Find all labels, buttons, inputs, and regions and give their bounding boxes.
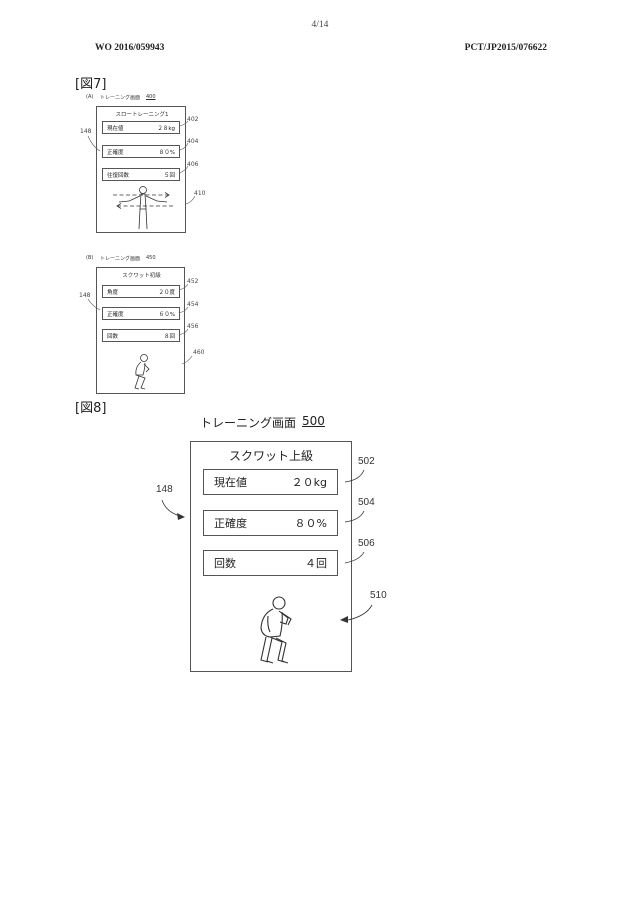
- fig8-squat-figure: [260, 596, 292, 664]
- fig7b-squat-figure: [134, 354, 150, 390]
- fig8-title: スクワット上級: [228, 449, 313, 463]
- row-value: ６０%: [158, 311, 175, 318]
- row-label: 往復回数: [107, 172, 130, 179]
- fig7b-figure-ref: 460: [193, 349, 205, 356]
- fig7a-ref-402: 402: [187, 116, 199, 123]
- row-label: 回数: [214, 557, 236, 570]
- publication-number: WO 2016/059943: [95, 43, 165, 53]
- fig7b-caption-prefix: (B): [86, 255, 94, 261]
- fig8-ref-502: 502: [358, 456, 375, 467]
- fig8-ref-504: 504: [358, 497, 375, 508]
- row-value: ８回: [163, 333, 175, 340]
- row-value: ８０%: [158, 149, 175, 156]
- fig7b-title: スクワット初級: [122, 273, 161, 279]
- row-label: 現在値: [107, 125, 124, 132]
- fig8-ref-506: 506: [358, 538, 375, 549]
- row-value: ２８kg: [157, 125, 175, 132]
- figure-7-label: [図7]: [75, 77, 107, 92]
- fig7a-side-ref: 148: [80, 128, 92, 135]
- row-label: 正確度: [214, 517, 247, 530]
- fig7b-screen: スクワット初級 角度 ２０度 正確度 ６０% 回数 ８回: [96, 267, 185, 394]
- fig8-screen: スクワット上級 現在値 ２０kg 正確度 ８０% 回数 ４回: [190, 441, 352, 672]
- fig7a-row-reps: 往復回数 ５回: [102, 168, 180, 181]
- fig7b-caption: トレーニング画面: [100, 256, 141, 262]
- row-value: ２０度: [158, 289, 175, 296]
- fig7a-row-current: 現在値 ２８kg: [102, 121, 180, 134]
- row-label: 正確度: [107, 311, 124, 318]
- row-label: 角度: [107, 289, 119, 296]
- fig7a-ref-406: 406: [187, 161, 199, 168]
- fig7a-figure-ref: 410: [194, 190, 206, 197]
- row-value: ８０%: [294, 517, 327, 530]
- fig7a-standing-figure: [113, 186, 173, 230]
- fig7b-caption-number: 450: [146, 255, 156, 261]
- fig7b-ref-456: 456: [187, 323, 199, 330]
- fig7a-caption: トレーニング画面: [100, 95, 141, 101]
- row-value: ５回: [163, 172, 175, 179]
- row-label: 現在値: [214, 476, 247, 489]
- fig7a-caption-number: 400: [146, 94, 156, 100]
- fig7a-caption-prefix: (A): [86, 94, 94, 100]
- fig7b-row-reps: 回数 ８回: [102, 329, 180, 342]
- fig7b-row-accuracy: 正確度 ６０%: [102, 307, 180, 320]
- fig8-side-arrow: [177, 513, 185, 520]
- fig8-caption: トレーニング画面: [200, 416, 297, 430]
- row-value: ２０kg: [291, 476, 327, 489]
- application-number: PCT/JP2015/076622: [464, 43, 547, 53]
- page-number: 4/14: [311, 20, 329, 30]
- fig7a-ref-404: 404: [187, 138, 199, 145]
- row-value: ４回: [305, 557, 327, 570]
- fig8-row-accuracy: 正確度 ８０%: [203, 510, 338, 536]
- row-label: 回数: [107, 333, 119, 340]
- fig7a-title: スロートレーニング1: [115, 112, 169, 118]
- figure-8-label: [図8]: [75, 401, 107, 416]
- fig7a-row-accuracy: 正確度 ８０%: [102, 145, 180, 158]
- fig7b-row-angle: 角度 ２０度: [102, 285, 180, 298]
- fig8-caption-number: 500: [302, 414, 325, 428]
- fig8-side-ref: 148: [156, 484, 173, 495]
- fig7a-screen: スロートレーニング1 現在値 ２８kg 正確度 ８０% 往復回数 ５回: [96, 106, 186, 233]
- fig7b-side-ref: 148: [79, 292, 91, 299]
- row-label: 正確度: [107, 149, 124, 156]
- fig7b-ref-452: 452: [187, 278, 199, 285]
- fig7b-ref-454: 454: [187, 301, 199, 308]
- fig8-figure-ref: 510: [370, 590, 387, 601]
- fig8-row-current: 現在値 ２０kg: [203, 469, 338, 495]
- fig8-row-reps: 回数 ４回: [203, 550, 338, 576]
